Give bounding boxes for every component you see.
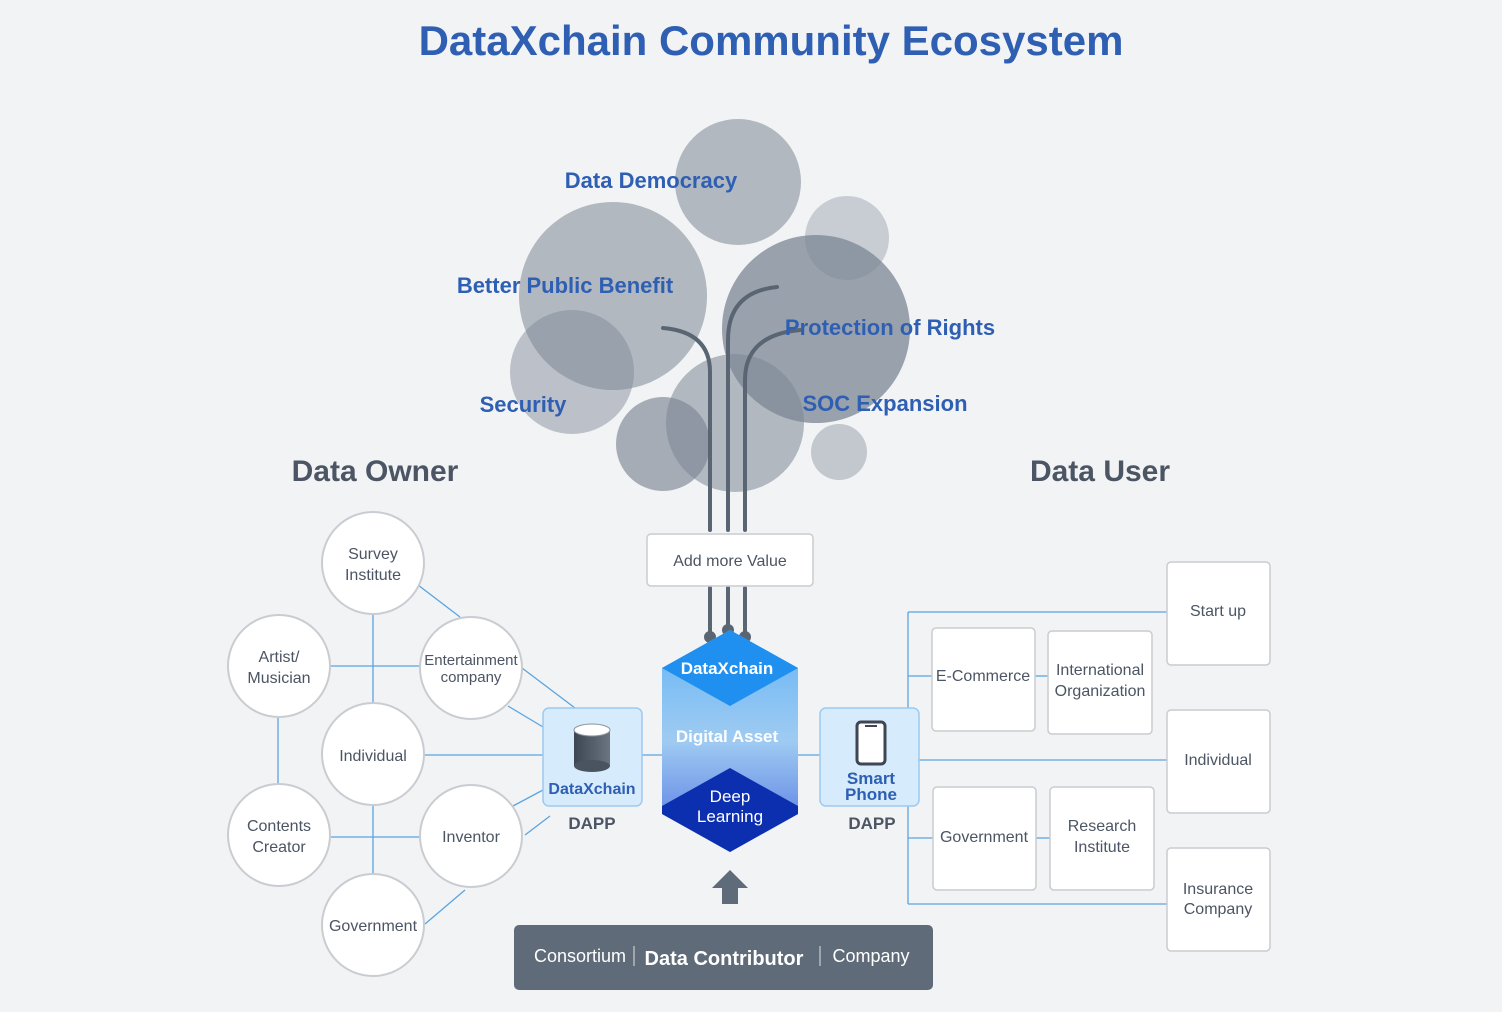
bubble (510, 310, 634, 434)
user-node-startup: Start up (1166, 561, 1271, 666)
tree-stems (661, 285, 802, 638)
dapp-caption-right: DAPP (848, 814, 895, 833)
user-node-ecommerce: E-Commerce (931, 627, 1036, 732)
owner-node-contents-creator: Contents Creator (227, 783, 331, 887)
svg-text:Company: Company (1184, 901, 1252, 918)
user-node-insurance-company: Insurance Company (1166, 847, 1271, 952)
data-contributor-bar: Consortium Data Contributor Company (514, 925, 933, 990)
hub-top-label: DataXchain (681, 659, 774, 678)
dapp-label-2: Phone (845, 785, 897, 804)
svg-text:Research: Research (1068, 818, 1136, 835)
svg-text:Government: Government (940, 829, 1029, 846)
user-node-government: Government (932, 786, 1037, 891)
hub-bottom-label-1: Deep (710, 787, 751, 806)
bubble (519, 202, 707, 390)
svg-text:Musician: Musician (247, 670, 310, 687)
svg-text:Creator: Creator (252, 839, 306, 856)
label-data-democracy: Data Democracy (565, 168, 738, 193)
svg-text:Individual: Individual (339, 748, 407, 765)
smartphone-dapp[interactable]: Smart Phone (819, 707, 920, 807)
svg-text:International: International (1056, 662, 1144, 679)
hub-top-diamond (662, 630, 798, 706)
hub-bottom-diamond (662, 768, 798, 852)
owner-node-artist-musician: Artist/ Musician (227, 614, 331, 718)
svg-text:Institute: Institute (1074, 839, 1130, 856)
user-node-research-institute: Research Institute (1049, 786, 1155, 891)
svg-text:Individual: Individual (1184, 752, 1252, 769)
owner-node-government: Government (321, 873, 425, 977)
svg-text:Entertainment: Entertainment (424, 652, 518, 669)
owner-node-individual: Individual (321, 702, 425, 806)
svg-text:Government: Government (329, 918, 418, 935)
label-security: Security (480, 392, 568, 417)
label-protection-of-rights: Protection of Rights (785, 315, 995, 340)
label-better-public-benefit: Better Public Benefit (457, 273, 674, 298)
svg-text:Inventor: Inventor (442, 829, 500, 846)
svg-text:Survey: Survey (348, 546, 398, 563)
hub-middle-label: Digital Asset (676, 727, 779, 746)
dataxchain-hub: DataXchain Digital Asset Deep Learning (662, 630, 798, 852)
bubble (616, 397, 710, 491)
contributor-right: Company (832, 946, 909, 966)
label-soc-expansion: SOC Expansion (802, 391, 967, 416)
data-owner-heading: Data Owner (292, 455, 459, 488)
svg-text:Organization: Organization (1055, 683, 1146, 700)
owner-node-inventor: Inventor (419, 784, 523, 888)
user-node-individual: Individual (1166, 709, 1271, 814)
database-icon (573, 723, 611, 772)
bubble (675, 119, 801, 245)
user-node-international-organization: International Organization (1047, 630, 1153, 735)
dapp-caption-left: DAPP (568, 814, 615, 833)
svg-text:Artist/: Artist/ (259, 649, 300, 666)
contributor-left: Consortium (534, 946, 626, 966)
svg-text:Contents: Contents (247, 818, 311, 835)
value-bubbles (510, 119, 910, 492)
smartphone-icon (855, 720, 887, 766)
svg-text:E-Commerce: E-Commerce (936, 668, 1030, 685)
page-title: DataXchain Community Ecosystem (419, 17, 1124, 64)
owner-node-survey-institute: Survey Institute (321, 511, 425, 615)
data-user-heading: Data User (1030, 455, 1170, 488)
dataxchain-dapp[interactable]: DataXchain (542, 707, 643, 807)
owner-node-entertainment-company: Entertainment company (419, 616, 523, 720)
add-more-value-box (646, 533, 814, 587)
svg-text:Institute: Institute (345, 567, 401, 584)
hub-bottom-label-2: Learning (697, 807, 763, 826)
owner-links (277, 584, 662, 925)
svg-text:Start up: Start up (1190, 603, 1246, 620)
dapp-label: DataXchain (548, 781, 635, 798)
dapp-label-1: Smart (847, 769, 896, 788)
svg-text:company: company (441, 669, 502, 686)
bubble (811, 424, 867, 480)
user-links (798, 611, 1167, 905)
add-more-value-label: Add more Value (673, 553, 787, 570)
svg-text:Insurance: Insurance (1183, 881, 1253, 898)
contributor-center: Data Contributor (645, 948, 804, 970)
up-arrow-icon (712, 870, 748, 904)
